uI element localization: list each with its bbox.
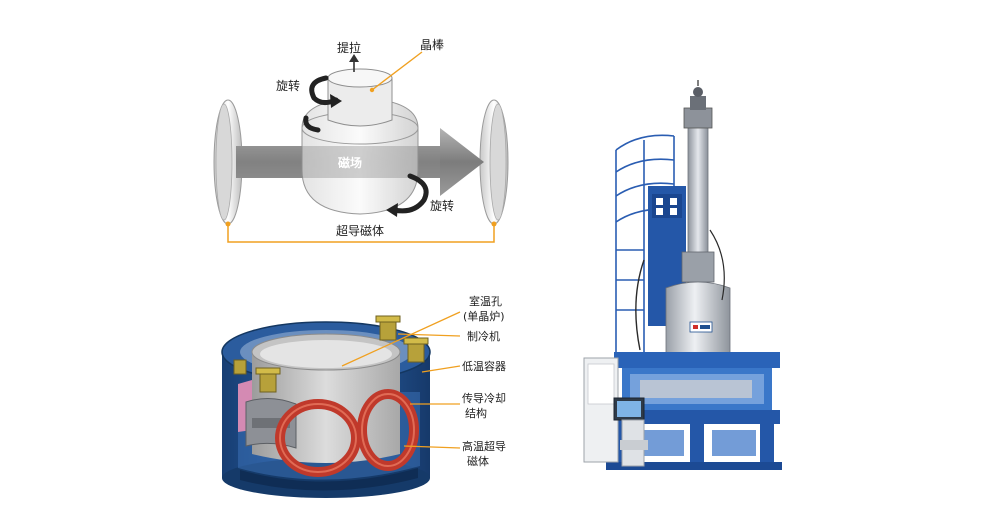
label-cryostat: 低温容器 bbox=[462, 359, 506, 373]
label-rotate-top: 旋转 bbox=[276, 78, 300, 93]
leader-lines bbox=[341, 311, 461, 449]
neck-section bbox=[681, 251, 715, 283]
leader-dot bbox=[369, 87, 375, 93]
furnace-chamber bbox=[665, 281, 731, 365]
cryocooler-2 bbox=[375, 315, 401, 341]
label-conduction-1: 传导冷却 bbox=[462, 392, 506, 405]
label-hts-2: 磁体 bbox=[467, 454, 489, 468]
magnet-disc-right bbox=[479, 99, 509, 225]
rotate-arrow-bottom-icon bbox=[386, 173, 429, 217]
cable bbox=[635, 259, 645, 351]
pull-arrow-icon bbox=[349, 54, 359, 72]
label-crystal-rod: 晶棒 bbox=[420, 38, 444, 52]
magnet-platform bbox=[606, 352, 782, 470]
label-warm-bore-2: (单晶炉) bbox=[463, 310, 505, 323]
label-cryocooler: 制冷机 bbox=[467, 329, 500, 343]
cryocooler-1 bbox=[255, 367, 281, 393]
control-cabinet bbox=[583, 357, 619, 463]
hts-coil-left bbox=[275, 399, 361, 477]
label-hts-1: 高温超导 bbox=[462, 439, 506, 453]
hts-coil-right bbox=[357, 389, 419, 471]
crystal-rod bbox=[327, 68, 393, 127]
label-pull: 提拉 bbox=[337, 40, 361, 55]
magnet-connection-wire bbox=[225, 221, 497, 243]
column-windows bbox=[656, 198, 677, 215]
label-warm-bore-1: 室温孔 bbox=[469, 294, 502, 308]
label-superconducting-magnet: 超导磁体 bbox=[336, 223, 384, 238]
cryocooler-units bbox=[233, 315, 429, 393]
crystal-furnace-equipment bbox=[583, 80, 782, 470]
hts-magnet-cutaway: 室温孔 (单晶炉) 制冷机 低温容器 传导冷却 结构 高温超导 磁体 bbox=[221, 294, 506, 498]
magnet-disc-left bbox=[213, 99, 243, 225]
seed-head bbox=[683, 80, 713, 129]
cable bbox=[709, 229, 725, 301]
label-conduction-2: 结构 bbox=[465, 406, 487, 420]
label-rotate-bottom: 旋转 bbox=[430, 198, 454, 213]
label-magnetic-field: 磁场 bbox=[337, 155, 362, 170]
cryocooler-4 bbox=[233, 359, 247, 375]
operator-console bbox=[613, 397, 648, 467]
cryocooler-3 bbox=[403, 337, 429, 363]
magnetic-czochralski-diagram: 提拉 晶棒 旋转 磁场 旋转 超导磁体 bbox=[213, 38, 509, 243]
rotate-arrow-top-icon bbox=[303, 75, 342, 133]
leader-line-crystal-rod bbox=[371, 51, 423, 91]
